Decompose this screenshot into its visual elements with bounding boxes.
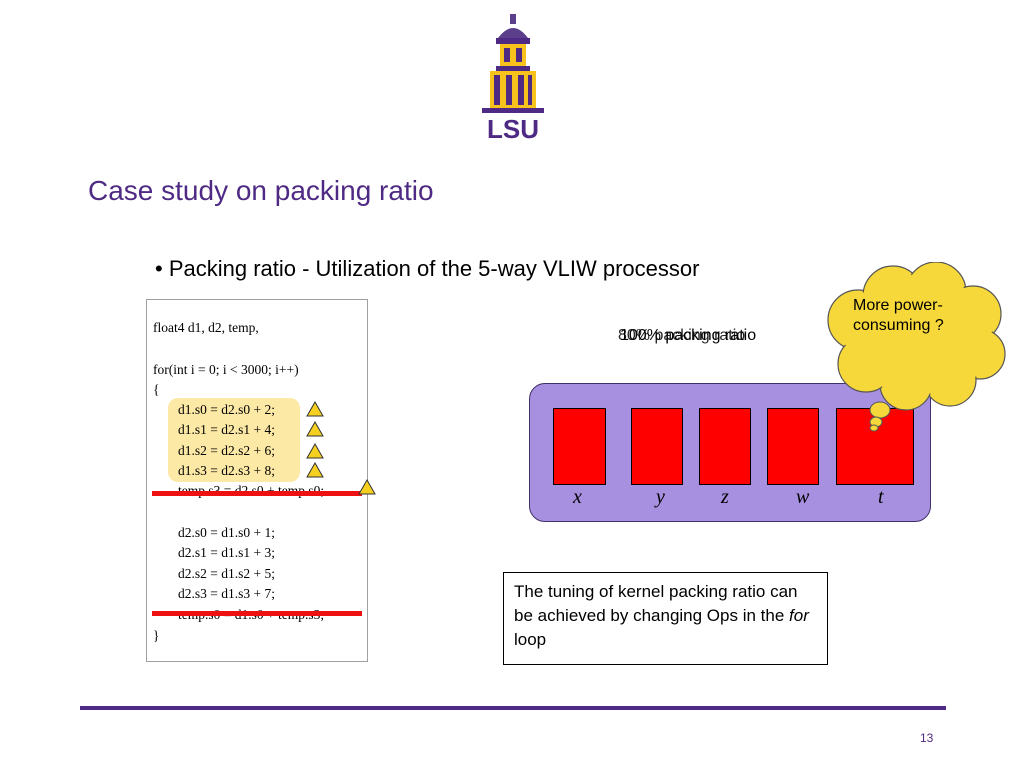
code-line: d1.s3 = d2.s3 + 8; <box>178 463 275 478</box>
strike-line <box>152 491 362 496</box>
bullet-text: • Packing ratio - Utilization of the 5-w… <box>155 256 700 281</box>
slide-title: Case study on packing ratio <box>88 175 434 206</box>
triangle-icon <box>306 462 324 478</box>
note-text-end: loop <box>514 630 547 649</box>
slot-label-y: y <box>656 486 665 508</box>
page-number: 13 <box>920 731 934 745</box>
strike-line <box>152 611 362 616</box>
lsu-logo: LSU <box>482 14 544 140</box>
note-text: The tuning of kernel packing ratio can b… <box>514 582 798 625</box>
note-box: The tuning of kernel packing ratio can b… <box>503 572 828 665</box>
triangle-icon <box>358 479 376 495</box>
logo-text: LSU <box>487 114 539 140</box>
vliw-slot-y <box>631 408 683 485</box>
slot-label-z: z <box>721 486 729 508</box>
code-line: for(int i = 0; i < 3000; i++) <box>153 362 299 377</box>
bottom-rule <box>80 706 946 710</box>
triangle-icon <box>306 443 324 459</box>
code-line: } <box>153 628 160 643</box>
code-line: { <box>153 382 160 397</box>
code-line: d1.s2 = d2.s2 + 6; <box>178 443 275 458</box>
code-line: d1.s0 = d2.s0 + 2; <box>178 402 275 417</box>
triangle-icon <box>306 401 324 417</box>
code-line: d1.s1 = d2.s1 + 4; <box>178 422 275 437</box>
thought-cloud <box>827 262 1006 432</box>
slot-label-t: t <box>878 486 884 508</box>
triangle-icon <box>306 421 324 437</box>
code-line: d2.s3 = d1.s3 + 7; <box>178 586 275 601</box>
vliw-slot-z <box>699 408 751 485</box>
code-line: float4 d1, d2, temp, <box>153 320 259 335</box>
code-line: d2.s1 = d1.s1 + 3; <box>178 545 275 560</box>
slot-label-x: x <box>573 486 582 508</box>
packing-ratio-label-80: 80% packing ratio <box>618 327 746 344</box>
code-line: d2.s0 = d1.s0 + 1; <box>178 525 275 540</box>
slot-label-w: w <box>796 486 810 508</box>
cloud-text: More power-consuming ? <box>853 297 944 334</box>
code-line: d2.s2 = d1.s2 + 5; <box>178 566 275 581</box>
vliw-slot-x <box>553 408 606 485</box>
vliw-slot-w <box>767 408 819 485</box>
note-italic: for <box>789 606 809 625</box>
code-highlight <box>168 398 300 482</box>
packing-ratio-label-100: 100% packing ratio <box>620 327 757 344</box>
